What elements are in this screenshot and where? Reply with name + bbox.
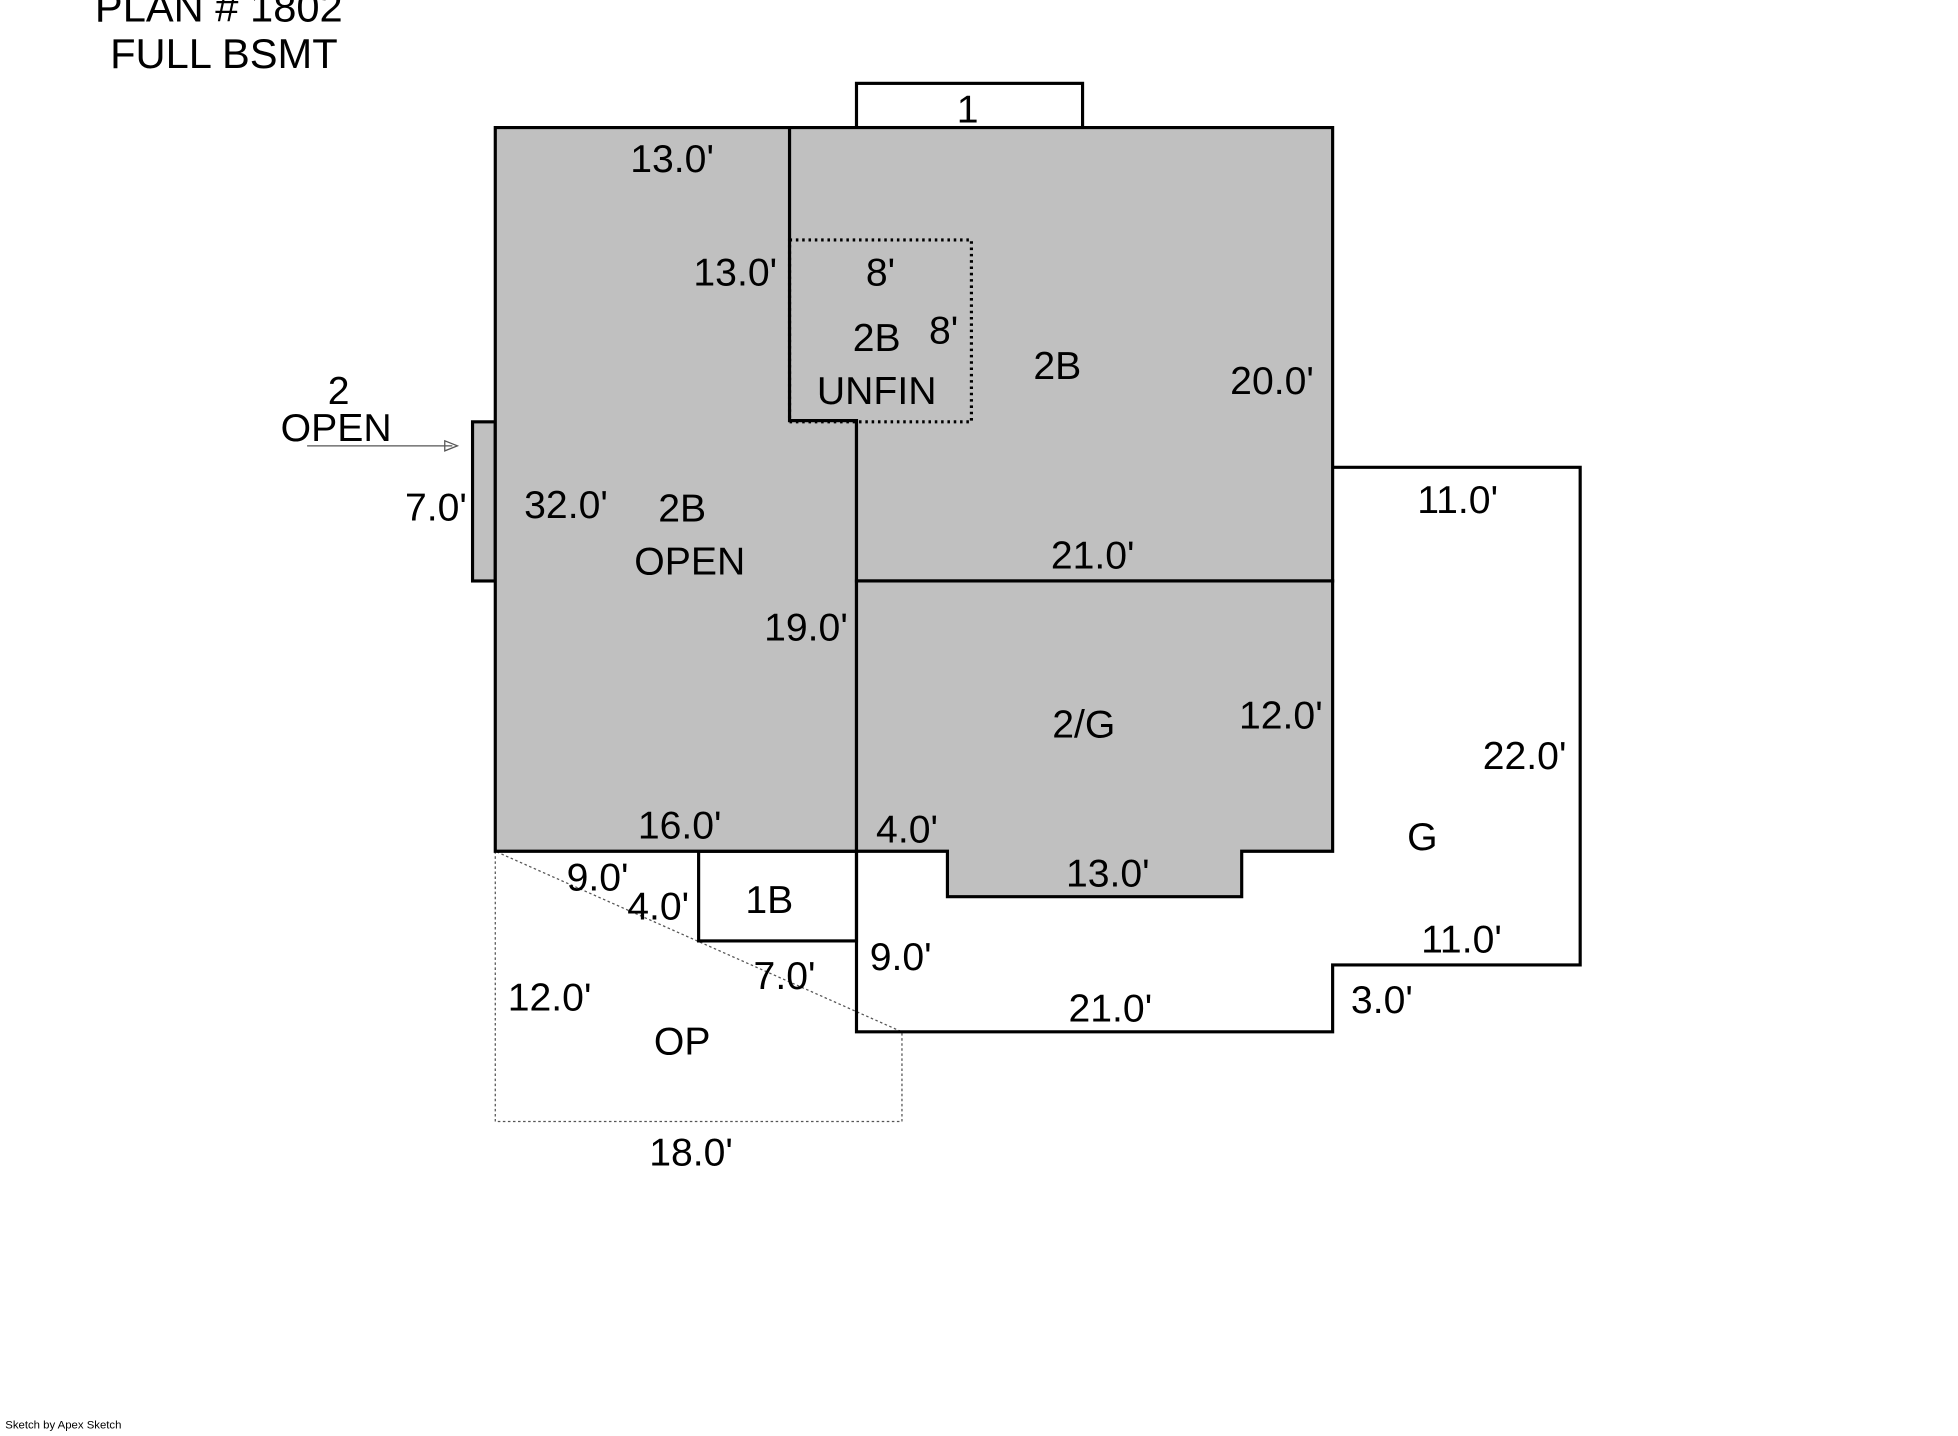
open-porch-outline: [494, 850, 903, 1123]
dim-label: 32.0': [524, 484, 608, 527]
open-2-bump: [470, 420, 497, 583]
label-open-2: 2: [328, 370, 350, 413]
label-unfin-2b: 2B: [853, 317, 901, 360]
footer-credit: Sketch by Apex Sketch: [5, 1419, 121, 1431]
open-arrow: [307, 439, 460, 452]
dim-label: 18.0': [649, 1132, 733, 1175]
dim-label: 22.0': [1483, 735, 1567, 778]
dim-label: 9.0': [567, 856, 629, 899]
dim-label: 12.0': [1239, 695, 1323, 738]
dim-label: 3.0': [1351, 979, 1413, 1022]
area-2g: [854, 579, 1335, 899]
plan-number: PLAN # 1802: [95, 0, 343, 30]
label-main-2b: 2B: [658, 488, 706, 531]
dim-label: 8': [929, 310, 958, 353]
dimension-labels: 13.0' 13.0' 8' 8' 20.0' 7.0' 32.0' 21.0'…: [405, 138, 1566, 1175]
dim-label: 12.0': [508, 976, 592, 1019]
dim-label: 16.0': [638, 805, 722, 848]
dim-label: 19.0': [764, 606, 848, 649]
dim-label: 20.0': [1230, 360, 1314, 403]
plan-subtitle: FULL BSMT: [110, 30, 338, 77]
dim-label: 9.0': [870, 936, 932, 979]
dim-label: 21.0': [1051, 534, 1135, 577]
dim-label: 13.0': [693, 251, 777, 294]
dim-label: 7.0': [405, 486, 467, 529]
label-op: OP: [654, 1021, 711, 1064]
title-block: PLAN # 1802 FULL BSMT: [95, 0, 343, 77]
label-1b: 1B: [745, 879, 793, 922]
unfin-outline: [787, 238, 974, 424]
label-2g: 2/G: [1052, 704, 1115, 747]
label-area-1: 1: [957, 89, 979, 132]
area-labels: 1 2 OPEN 2B OPEN 2B UNFIN 2B 2/G G 1B OP: [281, 89, 1438, 1064]
dim-label: 11.0': [1421, 918, 1502, 961]
label-unfin: UNFIN: [817, 370, 937, 413]
dim-label: 21.0': [1069, 988, 1153, 1031]
label-right-2b: 2B: [1033, 345, 1081, 388]
dim-label: 4.0': [627, 885, 689, 928]
dim-label: 13.0': [1066, 853, 1150, 896]
dim-label: 11.0': [1417, 479, 1498, 522]
dim-label: 4.0': [876, 808, 938, 851]
dim-label: 7.0': [754, 955, 816, 998]
label-open: OPEN: [281, 407, 392, 450]
dim-label: 8': [866, 251, 895, 294]
dim-label: 13.0': [630, 138, 714, 181]
label-main-open: OPEN: [634, 541, 745, 584]
label-g: G: [1407, 816, 1437, 859]
